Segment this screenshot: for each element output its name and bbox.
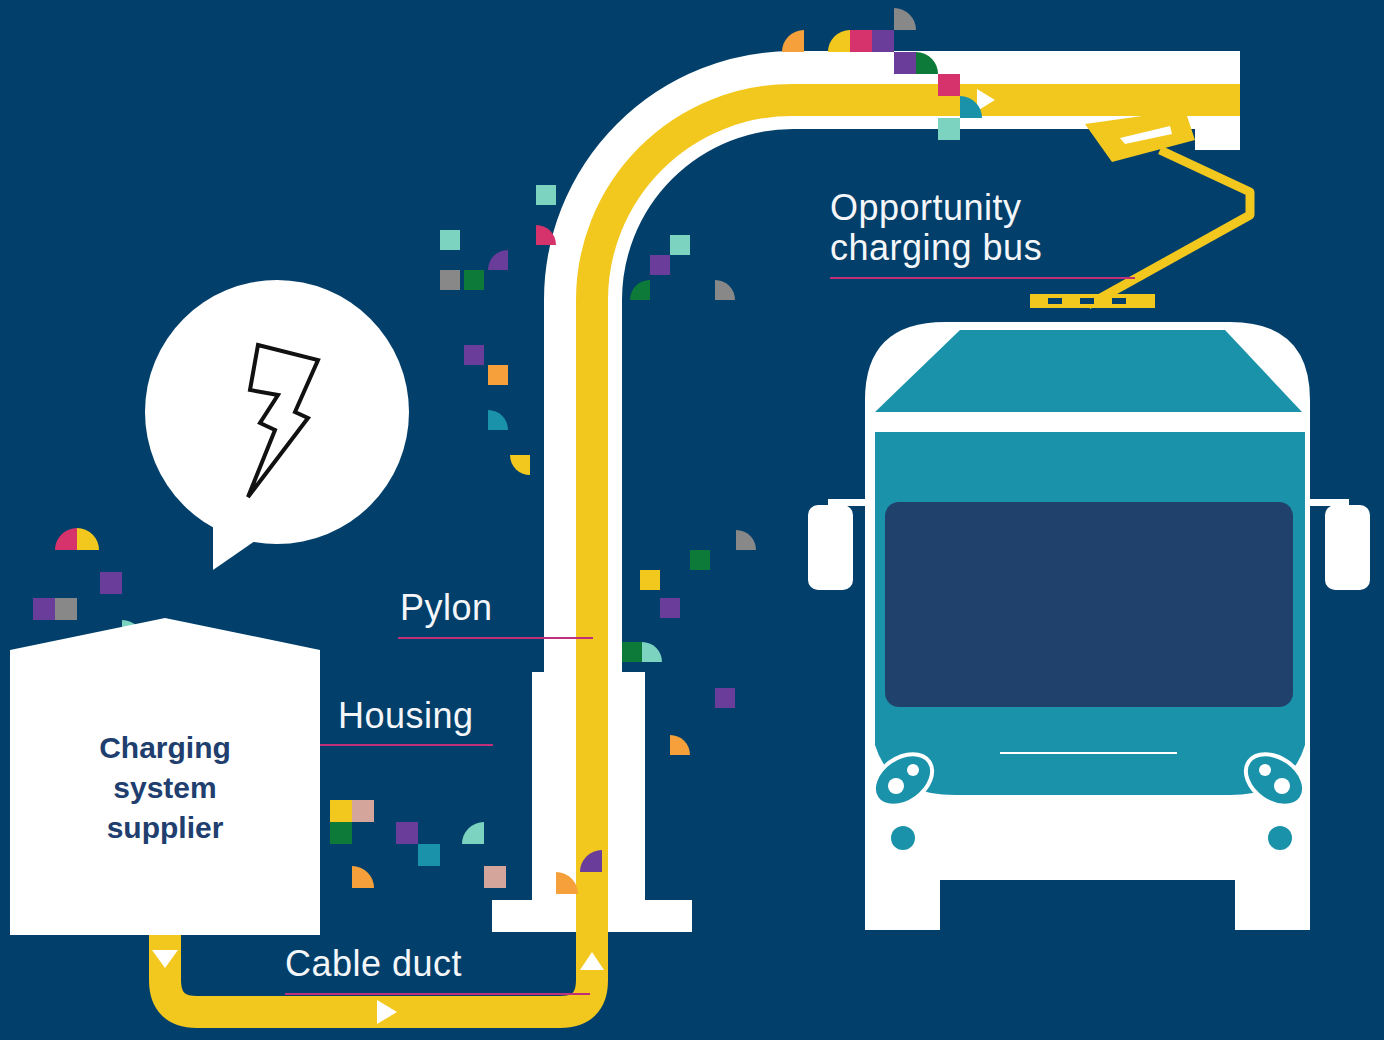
- bus-indicator: [1268, 826, 1292, 850]
- confetti-piece: [642, 642, 662, 662]
- headlight-lamp: [907, 764, 919, 776]
- confetti-piece: [55, 528, 77, 550]
- confetti-piece: [894, 52, 916, 74]
- speech-bubble-tail: [213, 515, 268, 570]
- bus-headlight: [864, 744, 942, 817]
- confetti-piece: [440, 270, 460, 290]
- confetti-piece: [352, 800, 374, 822]
- bus-headlight: [1236, 744, 1314, 817]
- confetti-piece: [850, 30, 872, 52]
- confetti-piece: [330, 822, 352, 844]
- headlight-lamp: [1274, 778, 1290, 794]
- headlight-lamp: [888, 778, 904, 794]
- confetti-piece: [396, 822, 418, 844]
- confetti-piece: [916, 52, 938, 74]
- confetti-piece: [580, 850, 602, 872]
- flow-arrow: [152, 950, 178, 968]
- part-label: Opportunity charging bus: [830, 188, 1100, 268]
- bus-indicator: [891, 826, 915, 850]
- confetti-piece: [488, 410, 508, 430]
- confetti-piece: [650, 255, 670, 275]
- confetti-piece: [782, 30, 804, 52]
- confetti-piece: [510, 455, 530, 475]
- confetti-piece: [670, 235, 690, 255]
- confetti-piece: [488, 365, 508, 385]
- part-label: Housing: [338, 696, 558, 736]
- confetti-piece: [464, 345, 484, 365]
- confetti-piece: [660, 598, 680, 618]
- leader-line: [398, 637, 593, 639]
- node-text-wrap: Charging system supplier: [70, 728, 260, 848]
- speech-bubble: [145, 280, 409, 544]
- part-label: Pylon: [400, 588, 600, 628]
- pantograph-arm: [1088, 150, 1250, 305]
- flow-arrow: [377, 1000, 397, 1024]
- confetti-piece: [938, 74, 960, 96]
- confetti-piece: [715, 688, 735, 708]
- confetti-piece: [960, 96, 982, 118]
- confetti-piece: [462, 822, 484, 844]
- confetti-piece: [872, 30, 894, 52]
- confetti-piece: [418, 844, 440, 866]
- lightning-symbol: [248, 345, 318, 497]
- confetti-piece: [440, 230, 460, 250]
- roof-contact-bar: [1030, 294, 1155, 308]
- headlight-lamp: [1259, 764, 1271, 776]
- part-label: Cable duct: [285, 944, 545, 984]
- node-title: Charging system supplier: [70, 728, 260, 848]
- leader-line: [285, 993, 590, 995]
- confetti-piece: [715, 280, 735, 300]
- roof-contact-notch: [1080, 298, 1094, 304]
- bus-mirror: [1325, 505, 1370, 590]
- confetti-piece: [536, 225, 556, 245]
- confetti-piece: [622, 642, 642, 662]
- confetti-piece: [630, 280, 650, 300]
- confetti-piece: [556, 872, 578, 894]
- bus-mirror: [808, 505, 853, 590]
- housing-shape: [10, 618, 320, 935]
- flow-arrow: [977, 89, 995, 111]
- confetti-piece: [894, 8, 916, 30]
- confetti-piece: [484, 866, 506, 888]
- roof-contact-notch: [1112, 298, 1126, 304]
- bus-windscreen: [885, 502, 1293, 707]
- confetti-piece: [828, 30, 850, 52]
- bus-top-window: [875, 330, 1302, 412]
- confetti-piece: [670, 735, 690, 755]
- confetti-piece: [464, 270, 484, 290]
- bus-grille-line: [1000, 752, 1177, 754]
- confetti-piece: [77, 528, 99, 550]
- mirror-arm: [1305, 499, 1349, 506]
- confetti: [33, 8, 982, 894]
- bus-body: [865, 322, 1310, 930]
- bus-front-panel: [875, 432, 1305, 795]
- confetti-piece: [536, 185, 556, 205]
- supplier-housing: Charging system supplier: [10, 618, 320, 935]
- confetti-piece: [55, 598, 77, 620]
- confetti-piece: [33, 598, 55, 620]
- confetti-piece: [330, 800, 352, 822]
- leader-line: [830, 277, 1135, 279]
- confetti-piece: [488, 250, 508, 270]
- confetti-piece: [352, 866, 374, 888]
- roof-contact-notch: [1048, 298, 1062, 304]
- flow-arrow: [580, 952, 604, 970]
- confetti-piece: [100, 572, 122, 594]
- pantograph-detail: [1120, 126, 1172, 144]
- confetti-piece: [640, 570, 660, 590]
- confetti-piece: [938, 118, 960, 140]
- confetti-piece: [736, 530, 756, 550]
- confetti-piece: [690, 550, 710, 570]
